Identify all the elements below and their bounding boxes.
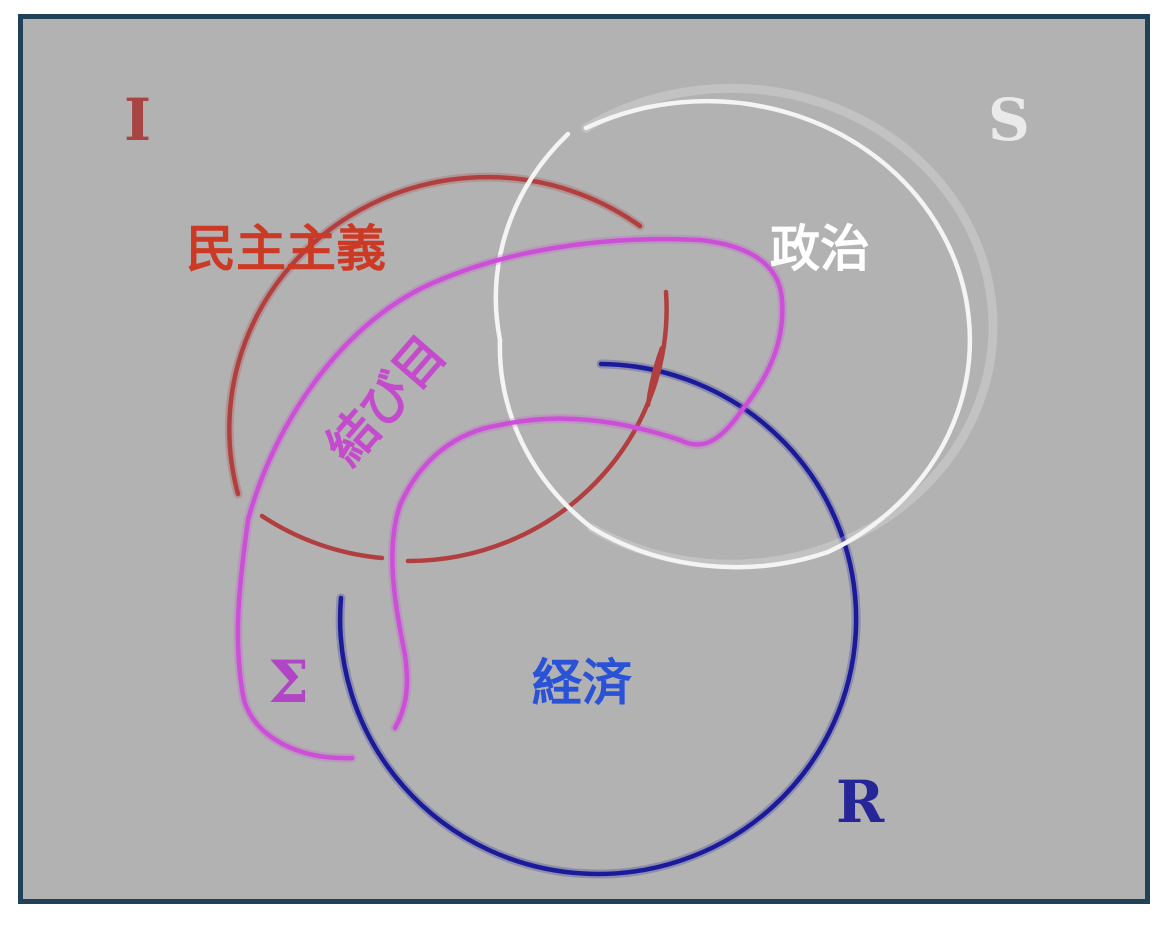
label-r: R (836, 768, 885, 836)
label-politics: 政治 (770, 220, 870, 278)
ring-real-path (337, 361, 859, 877)
label-s: S (988, 86, 1030, 154)
ring-symbolic-glow (581, 83, 998, 569)
ring-real (335, 359, 861, 879)
ring-symbolic-arc-3 (497, 337, 595, 531)
ring-imaginary (224, 172, 669, 564)
ring-imaginary-arc-2 (259, 513, 385, 561)
ring-real-glow (335, 359, 861, 879)
label-sigma: Σ (268, 648, 309, 716)
sinthome-glow (233, 234, 787, 763)
sinthome-path (235, 236, 785, 761)
label-i: I (124, 86, 151, 154)
ring-symbolic-arc-1 (583, 99, 973, 555)
label-democracy: 民主主義 (186, 220, 386, 278)
label-economy: 経済 (532, 654, 633, 712)
ring-symbolic (493, 83, 998, 570)
sinthome-curve (233, 234, 787, 763)
ring-imaginary-arc-4 (645, 345, 665, 408)
diagram-frame (18, 14, 1150, 904)
ring-imaginary-arc-1 (227, 174, 643, 497)
ring-symbolic-arc-4 (493, 131, 571, 343)
ring-symbolic-arc-2 (589, 525, 831, 570)
